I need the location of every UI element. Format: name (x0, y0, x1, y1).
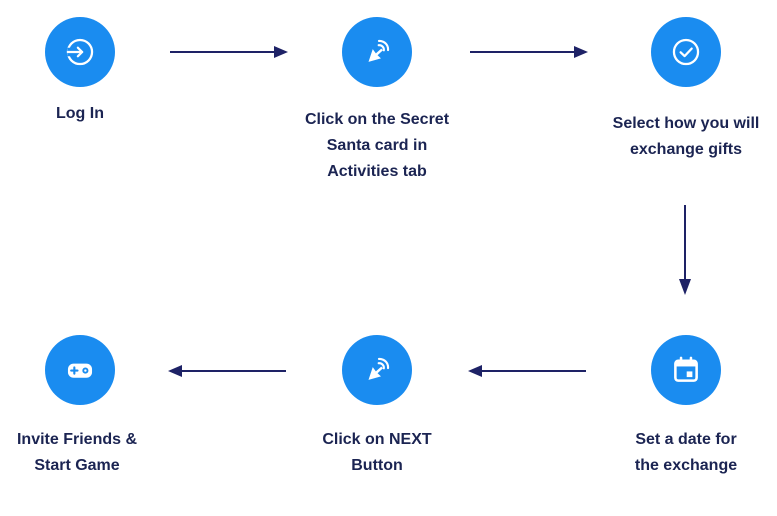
step-3-label: Select how you will exchange gifts (612, 115, 760, 158)
step-5-label: Click on NEXT Button (322, 431, 432, 474)
step-3-icon (651, 17, 721, 87)
step-2-icon (342, 17, 412, 87)
arrow-step1-to-step2 (170, 46, 288, 58)
check-circle-icon (672, 38, 700, 66)
step-4-label: Set a date for the exchange (634, 431, 738, 474)
step-5-icon (342, 335, 412, 405)
step-6-icon (45, 335, 115, 405)
gamepad-icon (67, 363, 93, 378)
arrow-step4-to-step5 (468, 365, 586, 377)
calendar-icon (674, 356, 698, 382)
step-1-icon (45, 17, 115, 87)
step-6-label: Invite Friends & Start Game (16, 431, 138, 474)
step-2-label: Click on the Secret Santa card in Activi… (304, 111, 450, 180)
login-arrow-icon (66, 38, 94, 66)
arrow-step3-to-step4 (679, 205, 691, 295)
arrow-step5-to-step6 (168, 365, 286, 377)
tap-click-icon (368, 357, 390, 380)
arrow-step2-to-step3 (470, 46, 588, 58)
step-1-label: Log In (56, 105, 104, 122)
step-4-icon (651, 335, 721, 405)
tap-click-icon (368, 39, 390, 62)
